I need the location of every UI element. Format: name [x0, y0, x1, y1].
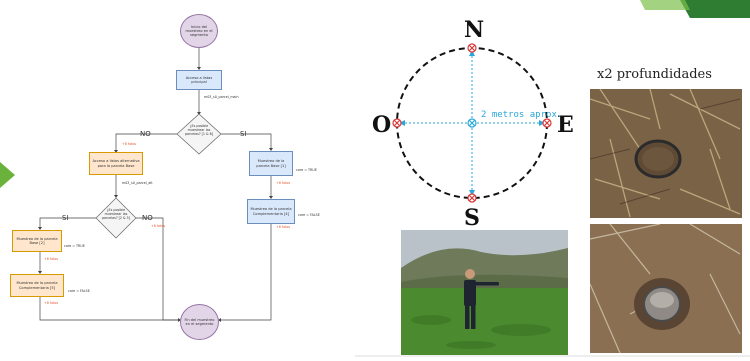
top-right-green-band: [680, 0, 750, 18]
left-arrow-accent: [0, 162, 15, 188]
field-person-photo: [401, 230, 568, 355]
flow-access-alt: Acceso a listas alternativa para la parc…: [89, 152, 143, 175]
person-figure: [464, 269, 499, 329]
compass-east: E: [557, 112, 574, 138]
flow-photos-no-1: +8 fotos: [122, 142, 137, 146]
soil-sample-photo-top: [590, 89, 742, 218]
flow-sample-comp-left-text: Muestreo de la parcela Complementaria [5…: [16, 281, 58, 290]
center-marker: [467, 118, 477, 128]
flow-core-false-right: core = FALSE: [298, 213, 320, 217]
flow-no-label: NO: [140, 130, 151, 138]
flow-access-main-text: Acceso a listas principal: [185, 75, 213, 84]
flow-photos-left-1: +8 fotos: [44, 257, 59, 261]
flow-q2-text: ¿Es posible muestrear las parcelas? [2 &…: [101, 208, 131, 220]
flow-sample-base-right-text: Muestreo de la parcela Base [1]: [256, 159, 286, 168]
soil-sample-photo-bottom: [590, 224, 742, 353]
flow-sample-comp-left: Muestreo de la parcela Complementaria [5…: [10, 274, 64, 297]
compass-north: N: [464, 17, 485, 43]
flow-sample-comp-right: Muestreo de la parcela Complementaria [4…: [247, 199, 295, 224]
flow-access-main: Acceso a listas principal: [176, 70, 222, 90]
flow-alt-list-code: m03_s0_parcel_alt: [122, 181, 153, 185]
flow-end-node: Fin del muestreo en el segmento: [180, 304, 219, 340]
decision-diamond-2: [95, 197, 137, 239]
flow-photos-right-2: +8 fotos: [276, 225, 291, 229]
flow-sample-base-right: Muestreo de la parcela Base [1]: [249, 151, 293, 176]
flow-main-list-code: m03_s0_parcel_main: [204, 95, 239, 99]
flow-start-text: Inicio del muestreo en el segmento: [185, 24, 213, 38]
compass-south: S: [464, 205, 480, 231]
flow-sample-comp-right-text: Muestreo de la parcela Complementaria [4…: [250, 207, 292, 216]
flow-si-label: SI: [240, 130, 247, 138]
decision-diamond-1: [176, 113, 222, 155]
west-marker: [392, 118, 402, 128]
flowchart-connectors: [38, 48, 273, 322]
flow-access-alt-text: Acceso a listas alternativa para la parc…: [92, 159, 140, 168]
flow-photos-left-2: +8 fotos: [44, 301, 59, 305]
flow-core-false-left: core = FALSE: [68, 289, 90, 293]
field-photo-art: [401, 230, 568, 355]
east-marker: [542, 118, 552, 128]
south-marker: [467, 193, 477, 203]
soil-photo-bottom-art: [590, 224, 742, 353]
flow-q1-text: ¿Es posible muestrear las parcelas? [1 &…: [184, 124, 214, 136]
flow-si-label-2: SI: [62, 214, 69, 222]
flow-photos-no-2: +8 fotos: [151, 224, 166, 228]
north-marker: [467, 43, 477, 53]
distance-label: 2 metros aprox.: [481, 110, 563, 120]
flow-photos-right-1: +8 fotos: [276, 181, 291, 185]
top-right-green-band-light: [640, 0, 690, 10]
depths-label: x2 profundidades: [597, 67, 712, 82]
compass-west: O: [372, 112, 392, 138]
soil-photo-top-art: [590, 89, 742, 218]
flow-end-text: Fin del muestreo en el segmento: [184, 317, 215, 326]
flow-start-node: Inicio del muestreo en el segmento: [180, 14, 218, 48]
compass-diagram: [392, 43, 552, 203]
flow-core-true-right: core = TRUE: [296, 168, 317, 172]
flow-core-true-left: core = TRUE: [64, 244, 85, 248]
flow-no-label-2: NO: [142, 214, 153, 222]
flow-sample-base-left-text: Muestreo de la parcela Base [2]: [16, 236, 58, 245]
flow-sample-base-left: Muestreo de la parcela Base [2]: [12, 230, 62, 252]
